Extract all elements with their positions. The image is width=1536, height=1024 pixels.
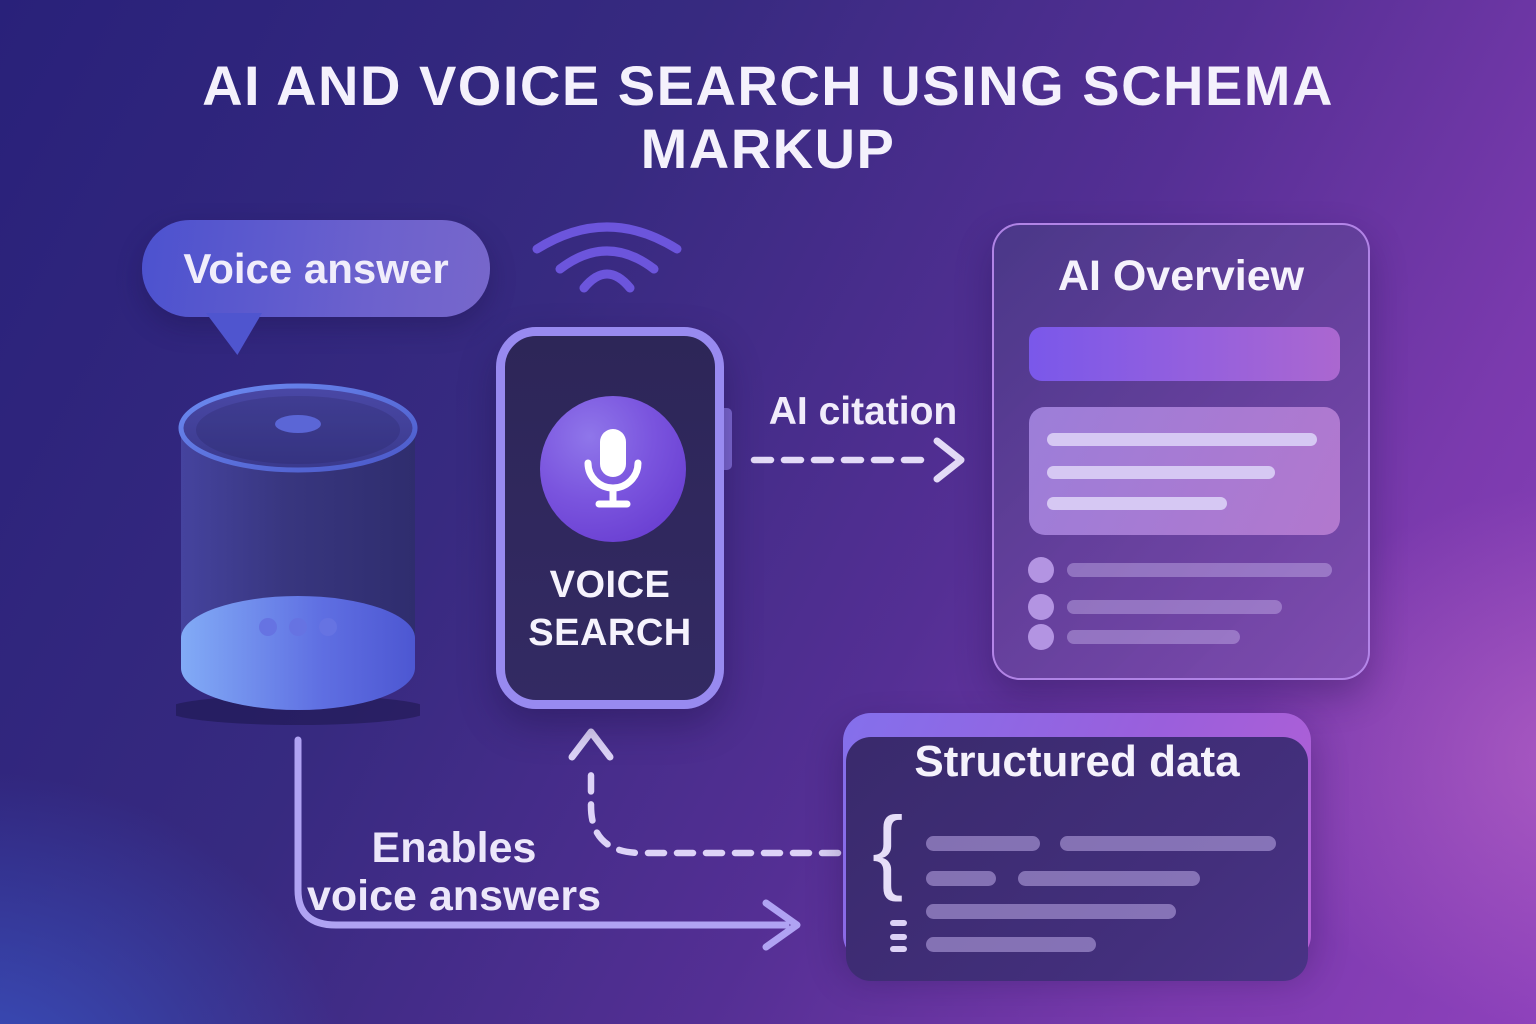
speaker-led-dots xyxy=(259,618,337,636)
structured-data-title: Structured data xyxy=(914,737,1240,786)
code-line-bar xyxy=(1018,871,1200,886)
code-mini-dash xyxy=(890,920,907,926)
ai-overview-title: AI Overview xyxy=(1057,252,1305,300)
structured-data-to-phone-arrow xyxy=(568,728,842,857)
placeholder-text-line xyxy=(1067,630,1240,644)
smart-speaker-illustration xyxy=(176,383,420,725)
speech-bubble-label: Voice answer xyxy=(183,244,449,292)
placeholder-text-line xyxy=(1067,563,1332,577)
code-line-bar xyxy=(1060,836,1276,851)
enables-label-line2: voice answers xyxy=(306,872,601,921)
bullet-dot xyxy=(1028,594,1054,620)
speech-bubble: Voice answer xyxy=(142,220,490,317)
curly-brace-glyph: { xyxy=(872,797,904,902)
placeholder-text-line xyxy=(1067,600,1282,614)
code-mini-dash xyxy=(890,934,907,940)
mic-button xyxy=(540,396,686,542)
enables-label-line1: Enables xyxy=(371,824,537,872)
placeholder-text-line xyxy=(1047,497,1227,510)
sound-waves-icon xyxy=(532,222,682,293)
structured-data-card-border: Structured data { xyxy=(843,713,1311,981)
placeholder-text-line xyxy=(1047,433,1317,446)
page-title-line1: AI AND VOICE SEARCH USING SCHEMA xyxy=(202,54,1334,117)
code-line-bar xyxy=(926,871,996,886)
structured-data-card: Structured data { xyxy=(846,737,1308,981)
ai-overview-answer-panel xyxy=(1029,407,1340,535)
ai-overview-card: AI Overview xyxy=(992,223,1370,680)
ai-overview-highlight-bar xyxy=(1029,327,1340,381)
page-title: AI AND VOICE SEARCH USING SCHEMA MARKUP xyxy=(0,54,1536,180)
bullet-dot xyxy=(1028,624,1054,650)
phone-label-line2: SEARCH xyxy=(528,611,692,654)
code-line-bar xyxy=(926,836,1040,851)
ai-citation-arrow xyxy=(750,437,965,483)
speaker-top-button xyxy=(275,415,321,433)
page-title-line2: MARKUP xyxy=(640,116,896,180)
microphone-icon xyxy=(584,429,642,508)
ai-citation-label: AI citation xyxy=(768,390,958,433)
code-line-bar xyxy=(926,904,1176,919)
enables-voice-answers-label: Enables voice answers xyxy=(298,824,610,920)
bullet-dot xyxy=(1028,557,1054,583)
phone: VOICE SEARCH xyxy=(496,327,724,709)
code-mini-dash xyxy=(890,946,907,952)
speaker-base-band xyxy=(181,596,415,710)
code-line-bar xyxy=(926,937,1096,952)
phone-label-line1: VOICE xyxy=(549,564,671,606)
speech-bubble-tail xyxy=(206,313,262,355)
placeholder-text-line xyxy=(1047,466,1275,479)
phone-screen-label: VOICE SEARCH xyxy=(505,562,715,657)
